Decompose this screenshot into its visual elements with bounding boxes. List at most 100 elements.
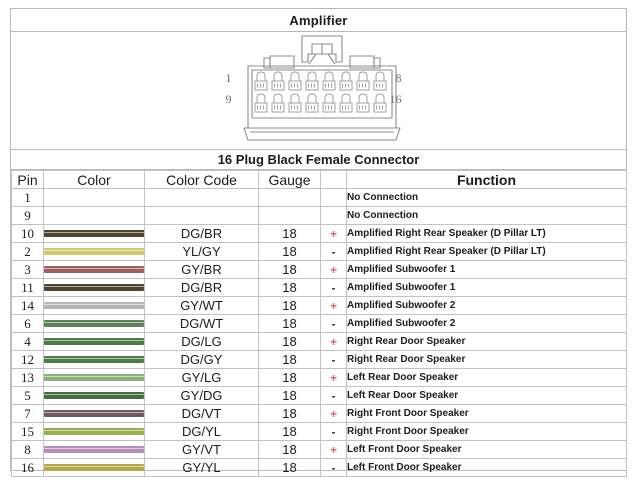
- wire-color-swatch: [44, 230, 144, 237]
- cell-color-code: DG/WT: [144, 314, 259, 333]
- cell-function: No Connection: [346, 188, 627, 207]
- cell-polarity: -: [320, 314, 347, 333]
- wire-color-swatch: [44, 392, 144, 399]
- cell-polarity: +: [320, 260, 347, 279]
- cell-gauge: 18: [258, 242, 321, 261]
- connector-diagram: 1 8 9 16: [224, 34, 414, 146]
- cell-function: Right Rear Door Speaker: [346, 332, 627, 351]
- cell-wire-color: [43, 296, 145, 315]
- connector-subtitle: 16 Plug Black Female Connector: [217, 152, 420, 167]
- cell-wire-color: [43, 206, 145, 225]
- cell-gauge: 18: [258, 296, 321, 315]
- cell-pin: 6: [11, 314, 44, 333]
- cell-pin: 5: [11, 386, 44, 405]
- cell-color-code: DG/LG: [144, 332, 259, 351]
- cell-color-code: GY/LG: [144, 368, 259, 387]
- column-header-pin: Pin: [11, 170, 44, 189]
- cell-gauge: 18: [258, 422, 321, 441]
- cell-function: Left Rear Door Speaker: [346, 386, 627, 405]
- cell-pin: 9: [11, 206, 44, 225]
- cell-wire-color: [43, 404, 145, 423]
- cell-function: Right Rear Door Speaker: [346, 350, 627, 369]
- cell-wire-color: [43, 368, 145, 387]
- connector-subtitle-band: 16 Plug Black Female Connector: [11, 149, 626, 170]
- cell-pin: 15: [11, 422, 44, 441]
- cell-wire-color: [43, 422, 145, 441]
- cell-color-code: DG/BR: [144, 224, 259, 243]
- wire-color-swatch: [44, 284, 144, 291]
- cell-function: Left Front Door Speaker: [346, 440, 627, 459]
- cell-function: Amplified Subwoofer 1: [346, 278, 627, 297]
- cell-function: No Connection: [346, 206, 627, 225]
- cell-function: Amplified Right Rear Speaker (D Pillar L…: [346, 224, 627, 243]
- cell-polarity: +: [320, 332, 347, 351]
- cell-polarity: +: [320, 368, 347, 387]
- connector-pin-label-9: 9: [225, 92, 232, 106]
- cell-wire-color: [43, 458, 145, 477]
- wire-color-swatch: [44, 338, 144, 345]
- wire-color-swatch: [44, 374, 144, 381]
- cell-function: Right Front Door Speaker: [346, 404, 627, 423]
- wire-color-swatch: [44, 356, 144, 363]
- cell-gauge: 18: [258, 386, 321, 405]
- cell-color-code: DG/VT: [144, 404, 259, 423]
- cell-gauge: 18: [258, 260, 321, 279]
- wire-color-swatch: [44, 410, 144, 417]
- cell-pin: 11: [11, 278, 44, 297]
- cell-color-code: GY/WT: [144, 296, 259, 315]
- cell-gauge: 18: [258, 368, 321, 387]
- connector-pin-label-8: 8: [395, 71, 402, 85]
- cell-gauge: [258, 188, 321, 207]
- cell-function: Amplified Subwoofer 1: [346, 260, 627, 279]
- column-header-color-code: Color Code: [144, 170, 259, 189]
- cell-pin: 3: [11, 260, 44, 279]
- wire-color-swatch: [44, 320, 144, 327]
- cell-polarity: [320, 188, 347, 207]
- cell-polarity: -: [320, 386, 347, 405]
- cell-wire-color: [43, 224, 145, 243]
- cell-color-code: DG/BR: [144, 278, 259, 297]
- cell-pin: 16: [11, 458, 44, 477]
- cell-polarity: -: [320, 242, 347, 261]
- table-row: 9 No Connection: [11, 206, 627, 225]
- cell-wire-color: [43, 314, 145, 333]
- cell-color-code: [144, 188, 259, 207]
- cell-gauge: 18: [258, 440, 321, 459]
- cell-pin: 4: [11, 332, 44, 351]
- cell-pin: 12: [11, 350, 44, 369]
- cell-wire-color: [43, 332, 145, 351]
- cell-gauge: 18: [258, 332, 321, 351]
- cell-gauge: 18: [258, 404, 321, 423]
- cell-polarity: +: [320, 224, 347, 243]
- page-title: Amplifier: [289, 12, 348, 28]
- connector-pin-label-1: 1: [225, 71, 232, 85]
- column-header-color: Color: [43, 170, 145, 189]
- cell-polarity: +: [320, 404, 347, 423]
- cell-color-code: [144, 206, 259, 225]
- cell-polarity: [320, 206, 347, 225]
- cell-color-code: YL/GY: [144, 242, 259, 261]
- table-header-row: Pin Color Color Code Gauge Function: [11, 170, 627, 189]
- cell-wire-color: [43, 440, 145, 459]
- wire-color-swatch: [44, 446, 144, 453]
- cell-polarity: -: [320, 458, 347, 477]
- cell-pin: 10: [11, 224, 44, 243]
- wire-color-swatch: [44, 266, 144, 273]
- cell-function: Amplified Right Rear Speaker (D Pillar L…: [346, 242, 627, 261]
- cell-color-code: GY/DG: [144, 386, 259, 405]
- connector-diagram-area: 1 8 9 16: [11, 32, 626, 149]
- cell-wire-color: [43, 242, 145, 261]
